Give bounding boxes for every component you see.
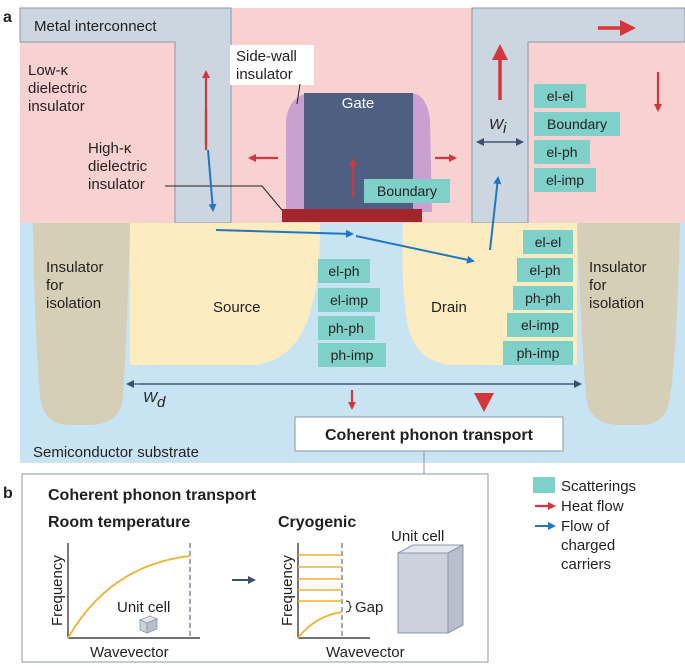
wd-label: W xyxy=(143,389,159,406)
side-wall-line-2: insulator xyxy=(236,66,293,83)
legend-scatter-swatch xyxy=(533,477,555,493)
high-k-line-2: dielectric xyxy=(88,158,148,175)
cryo-plot: Gap Frequency Wavevector Unit cell xyxy=(279,528,464,661)
insulator-left-2: for xyxy=(46,277,64,294)
drain-label: Drain xyxy=(431,299,467,316)
room-plot: Frequency Wavevector Unit cell xyxy=(49,543,200,661)
panel-b: b Coherent phonon transport Room tempera… xyxy=(3,473,489,663)
gap-brace xyxy=(345,600,352,613)
cryo-dispersion xyxy=(297,611,343,639)
side-wall-label-bg xyxy=(230,45,314,85)
wd-sub: d xyxy=(157,394,166,411)
insulator-left-1: Insulator xyxy=(46,259,104,276)
scatter-d-2: ph-ph xyxy=(525,290,561,306)
source-region xyxy=(130,223,320,365)
unit-cell-big: Unit cell xyxy=(391,528,444,545)
scatter-group-top-right: el-el Boundary el-ph el-imp xyxy=(534,84,620,192)
gate-label: Gate xyxy=(342,95,375,112)
wi-sub: i xyxy=(503,120,507,137)
panel-b-letter: b xyxy=(3,485,13,502)
high-k-leader xyxy=(165,185,283,211)
scatter-c-3: ph-imp xyxy=(331,347,374,363)
room-xlabel: Wavevector xyxy=(90,644,169,661)
wi-label: W xyxy=(489,116,505,133)
metal-interconnect-label: Metal interconnect xyxy=(34,18,157,35)
panel-a: a Metal interconnect Low-κ dielectric in… xyxy=(3,7,685,474)
cryo-xlabel: Wavevector xyxy=(326,644,405,661)
boundary-gate-box xyxy=(364,179,450,203)
legend: Scatterings Heat flow Flow of charged ca… xyxy=(533,477,636,573)
unit-cell-small-icon xyxy=(138,615,159,634)
low-k-line-3: insulator xyxy=(28,98,85,115)
scatter-group-drain: el-el el-ph ph-ph el-imp ph-imp xyxy=(503,230,573,365)
heat-flow-arrows xyxy=(202,20,662,410)
cryo-label: Cryogenic xyxy=(278,514,356,531)
coherent-label: Coherent phonon transport xyxy=(325,427,534,444)
scatter-d-3: el-imp xyxy=(521,317,559,333)
panel-a-letter: a xyxy=(3,9,12,26)
isolation-right xyxy=(577,223,680,425)
scatter-group-center: el-ph el-imp ph-ph ph-imp xyxy=(318,259,386,367)
insulator-right-2: for xyxy=(589,277,607,294)
carrier-flow-arrows xyxy=(207,149,502,264)
legend-charged-2: charged xyxy=(561,537,615,554)
legend-scatterings: Scatterings xyxy=(561,478,636,495)
room-label: Room temperature xyxy=(48,514,190,531)
boundary-gate-label: Boundary xyxy=(377,183,437,199)
high-k-line-3: insulator xyxy=(88,176,145,193)
side-wall-line-1: Side-wall xyxy=(236,48,297,65)
insulator-right-3: isolation xyxy=(589,295,644,312)
room-ylabel: Frequency xyxy=(49,555,66,626)
isolation-left xyxy=(33,223,130,425)
scatter-d-4: ph-imp xyxy=(517,345,560,361)
gap-label: Gap xyxy=(355,599,383,616)
scatter-c-0: el-ph xyxy=(328,263,359,279)
unit-cell-big-icon xyxy=(397,544,464,634)
insulator-right-1: Insulator xyxy=(589,259,647,276)
high-k-line-1: High-κ xyxy=(88,140,132,157)
cryo-ylabel: Frequency xyxy=(279,555,296,626)
low-k-line-1: Low-κ xyxy=(28,62,69,79)
scatter-tr-0: el-el xyxy=(547,88,573,104)
low-k-line-2: dielectric xyxy=(28,80,88,97)
coherent-box xyxy=(294,416,564,452)
scatter-tr-1: Boundary xyxy=(547,116,607,132)
unit-cell-small: Unit cell xyxy=(117,599,170,616)
folded-branches xyxy=(298,554,342,602)
room-dispersion xyxy=(67,555,191,639)
scatter-tr-2: el-ph xyxy=(546,144,577,160)
scatter-tr-3: el-imp xyxy=(546,172,584,188)
scatter-d-1: el-ph xyxy=(529,262,560,278)
scatter-c-2: ph-ph xyxy=(328,320,364,336)
substrate-label: Semiconductor substrate xyxy=(33,444,199,461)
legend-heat-flow: Heat flow xyxy=(561,498,624,515)
legend-charged-3: carriers xyxy=(561,556,611,573)
scatter-c-1: el-imp xyxy=(330,292,368,308)
insulator-left-3: isolation xyxy=(46,295,101,312)
panel-b-title: Coherent phonon transport xyxy=(48,487,257,504)
side-wall-leader xyxy=(296,83,301,105)
source-label: Source xyxy=(213,299,261,316)
legend-charged-1: Flow of xyxy=(561,518,610,535)
scatter-d-0: el-el xyxy=(535,234,561,250)
highk-layer xyxy=(282,209,422,222)
